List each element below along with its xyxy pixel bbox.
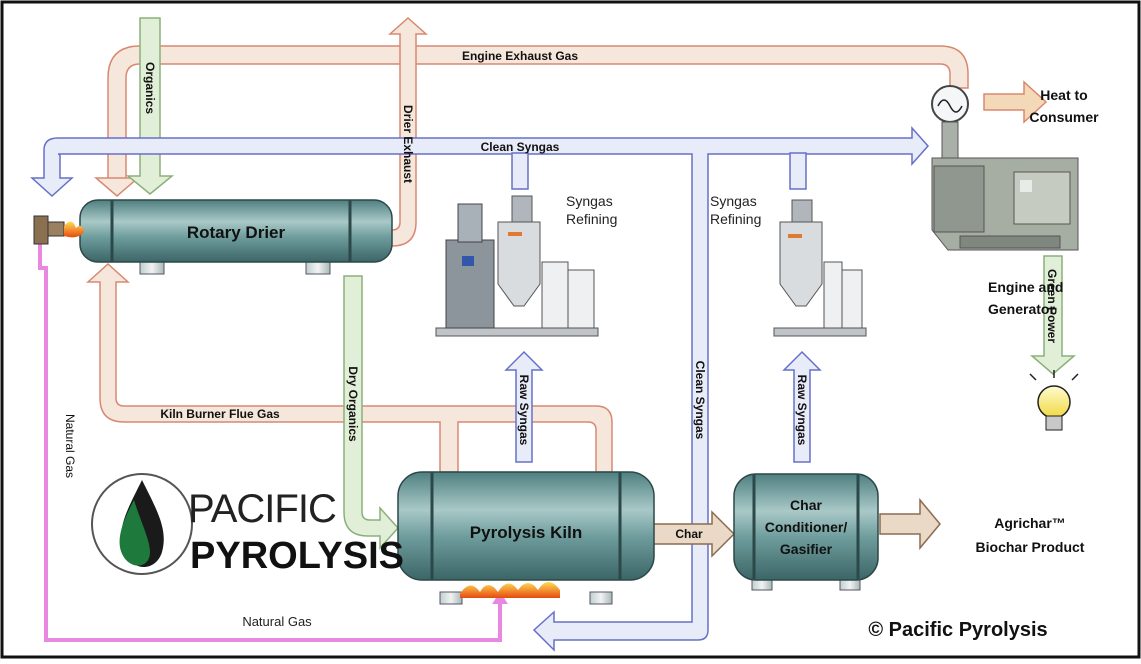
char-conditioner: Char Conditioner/ Gasifier <box>733 473 879 591</box>
natural-gas-vertical-label: Natural Gas <box>63 414 77 478</box>
green-power-arrow <box>1029 255 1077 375</box>
kiln-fire-icon <box>460 582 560 598</box>
agrichar-label-2: Biochar Product <box>976 539 1085 555</box>
char-arrow <box>651 510 736 558</box>
heat-label-2: Consumer <box>1029 109 1099 125</box>
char-conditioner-label-3: Gasifier <box>780 541 833 557</box>
syngas-refining-2-label-2: Refining <box>710 211 761 227</box>
char-conditioner-label-2: Conditioner/ <box>765 519 848 535</box>
kiln-flue-label: Kiln Burner Flue Gas <box>160 407 280 421</box>
agrichar-arrow <box>879 497 941 551</box>
heat-arrow <box>983 80 1048 124</box>
drier-burner <box>33 215 84 245</box>
generator-icon <box>931 85 969 123</box>
logo-line2: PYROLYSIS <box>190 535 404 577</box>
syngas-refining-1-label-1: Syngas <box>566 193 613 209</box>
natural-gas-bottom-label: Natural Gas <box>242 614 312 629</box>
raw-syngas-1-label: Raw Syngas <box>517 375 531 446</box>
char-label: Char <box>675 527 703 541</box>
syngas-refining-unit-1 <box>435 195 599 337</box>
light-bulb-icon <box>1029 370 1079 431</box>
dry-organics-pipe <box>343 275 400 550</box>
drier-exhaust-label: Drier Exhaust <box>401 105 415 183</box>
engine-generator-label-2: Generator <box>988 301 1055 317</box>
raw-syngas-arrow-2 <box>782 350 822 463</box>
engine-generator <box>931 85 1079 251</box>
syngas-refining-2-label-1: Syngas <box>710 193 757 209</box>
raw-syngas-arrow-1 <box>504 350 544 463</box>
syngas-refining-1-label-2: Refining <box>566 211 617 227</box>
rotary-drier-label: Rotary Drier <box>187 223 286 242</box>
dry-organics-label: Dry Organics <box>346 366 360 442</box>
rotary-drier: Rotary Drier <box>79 199 393 275</box>
clean-syngas-top-label: Clean Syngas <box>481 140 560 154</box>
green-power-label: Green Power <box>1045 269 1059 343</box>
engine-generator-label-1: Engine and <box>988 279 1063 295</box>
agrichar-label-1: Agrichar™ <box>994 515 1066 531</box>
organics-label: Organics <box>143 62 157 114</box>
logo-line1: PACIFIC <box>188 487 336 531</box>
heat-label-1: Heat to <box>1040 87 1087 103</box>
clean-syngas-pipe <box>30 126 930 652</box>
copyright-text: © Pacific Pyrolysis <box>868 619 1047 641</box>
organics-pipe <box>125 17 175 195</box>
engine-exhaust-label: Engine Exhaust Gas <box>462 49 578 63</box>
pacific-pyrolysis-logo: PACIFIC PYROLYSIS <box>91 473 404 577</box>
drier-exhaust-pipe <box>383 16 428 247</box>
syngas-refining-unit-2 <box>773 199 867 337</box>
clean-syngas-vertical-label: Clean Syngas <box>693 361 707 440</box>
char-conditioner-label-1: Char <box>790 497 822 513</box>
pyrolysis-kiln: Pyrolysis Kiln <box>397 471 655 605</box>
pyrolysis-kiln-label: Pyrolysis Kiln <box>470 523 582 542</box>
raw-syngas-2-label: Raw Syngas <box>795 375 809 446</box>
